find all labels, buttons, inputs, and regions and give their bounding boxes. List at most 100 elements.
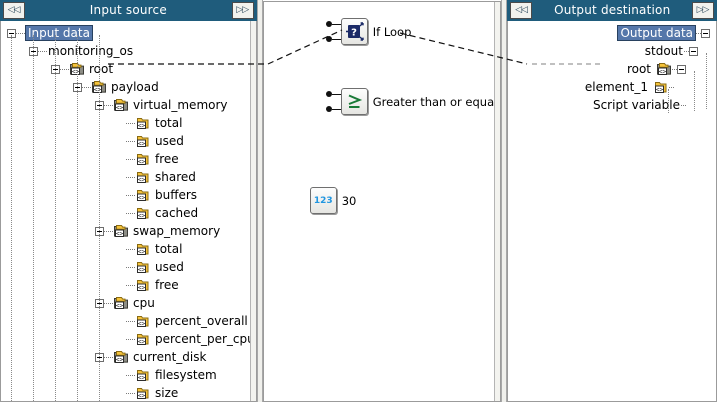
tree-guide [16,32,25,34]
tree-node-label: root [626,62,651,76]
tree-vertical-guide [11,35,12,401]
tree-node-used[interactable]: <>used [1,132,256,150]
tree-guide [104,104,113,106]
tree-node-input-data[interactable]: Input data [1,24,256,42]
operator-node-if-loop[interactable]: ?If Loop [325,18,411,45]
svg-text:<>: <> [72,68,80,75]
object-folder-icon: <> [113,98,129,112]
tree-node-script-variable[interactable]: Script variable [508,96,716,114]
tree-node-total[interactable]: <>total [1,240,256,258]
tree-node-used[interactable]: <>used [1,258,256,276]
tree-node-free[interactable]: <>free [1,150,256,168]
operator-input-pin[interactable] [325,21,341,27]
tree-guide [60,68,69,70]
tree-node-label: cpu [133,296,155,310]
canvas-scrollbar[interactable] [494,2,501,401]
svg-text:<>: <> [116,356,124,363]
tree-node-stdout[interactable]: stdout [508,42,716,60]
output-destination-titlebar: ◁◁ Output destination ▷▷ [507,0,717,21]
output-destination-prev-button[interactable]: ◁◁ [510,2,533,19]
operator-node-gte[interactable]: Greater than or equal [325,88,497,115]
number-icon[interactable]: 123 [309,187,337,214]
tree-node-payload[interactable]: <>payload [1,78,256,96]
tree-guide [126,140,135,142]
tree-node-cached[interactable]: <>cached [1,204,256,222]
svg-text:<>: <> [138,392,146,399]
svg-text:<>: <> [138,266,146,273]
tree-node-percent-per-cpu[interactable]: <>percent_per_cpu [1,330,256,348]
value-folder-icon: <> [135,170,151,184]
value-folder-icon: <> [135,116,151,130]
tree-node-filesystem[interactable]: <>filesystem [1,366,256,384]
input-source-prev-button[interactable]: ◁◁ [3,2,25,19]
tree-guide [126,392,135,394]
tree-node-label: total [155,242,183,256]
value-folder-icon: <> [135,188,151,202]
tree-node-total[interactable]: <>total [1,114,256,132]
svg-text:<>: <> [138,212,146,219]
tree-expander[interactable] [701,28,710,38]
tree-node-output-data[interactable]: Output data [508,24,716,42]
tree-node-root[interactable]: root<> [508,60,716,78]
tree-node-label: shared [155,170,196,184]
tree-node-monitoring-os[interactable]: monitoring_os [1,42,256,60]
gte-icon[interactable] [340,88,368,115]
operator-input-pin[interactable] [325,36,341,42]
tree-node-swap-memory[interactable]: <>swap_memory [1,222,256,240]
tree-node-size[interactable]: <>size [1,384,256,401]
tree-node-cpu[interactable]: <>cpu [1,294,256,312]
tree-node-shared[interactable]: <> shared [1,168,256,186]
svg-text:<>: <> [656,86,664,93]
tree-expander[interactable] [677,64,686,74]
operator-label: 30 [341,193,357,208]
tree-guide [684,50,689,52]
input-source-scrollbar[interactable] [249,21,256,401]
tree-node-free[interactable]: <> free [1,276,256,294]
operator-node-const-30[interactable]: 123 30 [309,187,357,214]
operator-input-pins[interactable] [325,21,341,42]
tree-guide [681,104,686,106]
right-splitter[interactable] [501,0,508,402]
tree-guide [126,338,135,340]
tree-node-buffers[interactable]: <> buffers [1,186,256,204]
tree-node-root[interactable]: <>root [1,60,256,78]
tree-guide [669,86,674,88]
value-folder-icon: <> [135,206,151,220]
tree-node-element-1[interactable]: element_1 <> [508,78,716,96]
svg-text:<>: <> [138,338,146,345]
tree-node-label: payload [111,80,159,94]
svg-text:<>: <> [138,284,146,291]
operator-input-pins[interactable] [325,91,341,112]
tree-node-percent-overall[interactable]: <>percent_overall [1,312,256,330]
tree-guide [126,320,135,322]
input-source-titlebar: ◁◁ Input source ▷▷ [0,0,257,21]
tree-node-label: used [155,134,184,148]
tree-node-current-disk[interactable]: <>current_disk [1,348,256,366]
tree-guide [672,68,677,70]
tree-guide [126,158,135,160]
tree-node-label: buffers [155,188,198,202]
input-source-next-button[interactable]: ▷▷ [231,2,254,19]
operator-input-pin[interactable] [325,106,341,112]
svg-text:<>: <> [138,158,146,165]
tree-guide [126,212,135,214]
output-destination-next-button[interactable]: ▷▷ [692,2,714,19]
tree-guide [104,230,113,232]
tree-guide [104,302,113,304]
tree-node-virtual-memory[interactable]: <> virtual_memory [1,96,256,114]
left-splitter[interactable] [256,0,263,402]
tree-expander[interactable] [689,46,698,56]
tree-node-label: virtual_memory [133,98,228,112]
tree-node-label: free [155,278,179,292]
tree-node-label: element_1 [584,80,648,94]
tree-guide [126,194,135,196]
tree-guide [104,356,113,358]
if-loop-icon[interactable]: ? [340,18,368,45]
operator-input-pin[interactable] [325,91,341,97]
